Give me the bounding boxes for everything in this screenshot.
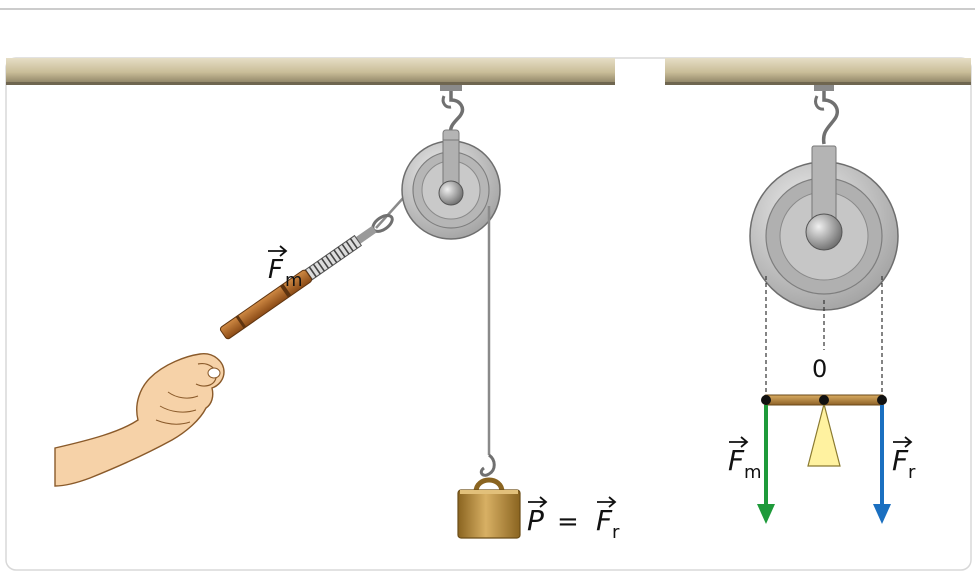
fulcrum-triangle	[807, 403, 841, 467]
force-resist-letter: F	[596, 504, 613, 537]
ceiling-left	[6, 58, 615, 84]
hand	[54, 353, 225, 487]
ceiling-right-edge	[665, 82, 971, 85]
resistance-arrow-head-icon	[873, 504, 891, 524]
force-resist-right-subscript: r	[908, 462, 916, 483]
force-main-letter: F	[268, 255, 284, 285]
hook-right-icon	[821, 91, 839, 145]
weight-hook-icon	[479, 453, 496, 477]
pulley-axle-left	[438, 180, 464, 206]
label-force-main-left: F m	[268, 245, 303, 291]
left-scene	[54, 85, 521, 539]
dynamometer-tube	[219, 269, 312, 340]
mount-plate-left	[440, 85, 462, 91]
vector-arrow-icon	[729, 436, 749, 448]
dynamometer	[219, 213, 394, 340]
ceiling-left-edge	[6, 82, 615, 85]
vector-arrow-icon	[893, 436, 913, 448]
label-force-resist-right: F r	[892, 436, 916, 483]
label-weight-equation: P = F r	[527, 496, 620, 543]
lever-point-center	[819, 395, 829, 405]
lever-point-right	[877, 395, 887, 405]
equals-sign: =	[557, 507, 579, 537]
force-resist-right-letter: F	[892, 444, 909, 477]
hand-shape	[54, 353, 225, 487]
weight-letter: P	[527, 504, 544, 537]
pivot-zero-label: 0	[812, 355, 827, 383]
label-force-main-right: F m	[728, 436, 762, 483]
lever-point-left	[761, 395, 771, 405]
force-main-right-letter: F	[728, 444, 745, 477]
weight-handle	[473, 477, 505, 493]
pulley-axle-right	[805, 213, 843, 251]
hook-left-icon	[448, 91, 465, 135]
vector-arrow-icon	[528, 496, 548, 508]
force-main-subscript: m	[285, 270, 303, 291]
force-resist-subscript: r	[612, 522, 620, 543]
mount-plate-right	[814, 85, 834, 91]
effort-arrow-head-icon	[757, 504, 775, 524]
force-main-right-subscript: m	[744, 462, 762, 483]
right-scene	[749, 85, 899, 524]
ceiling-right	[665, 58, 971, 84]
thumbnail	[207, 367, 221, 379]
weight-block	[457, 489, 521, 539]
vector-arrow-icon	[268, 245, 288, 257]
vector-arrow-icon	[597, 496, 617, 508]
